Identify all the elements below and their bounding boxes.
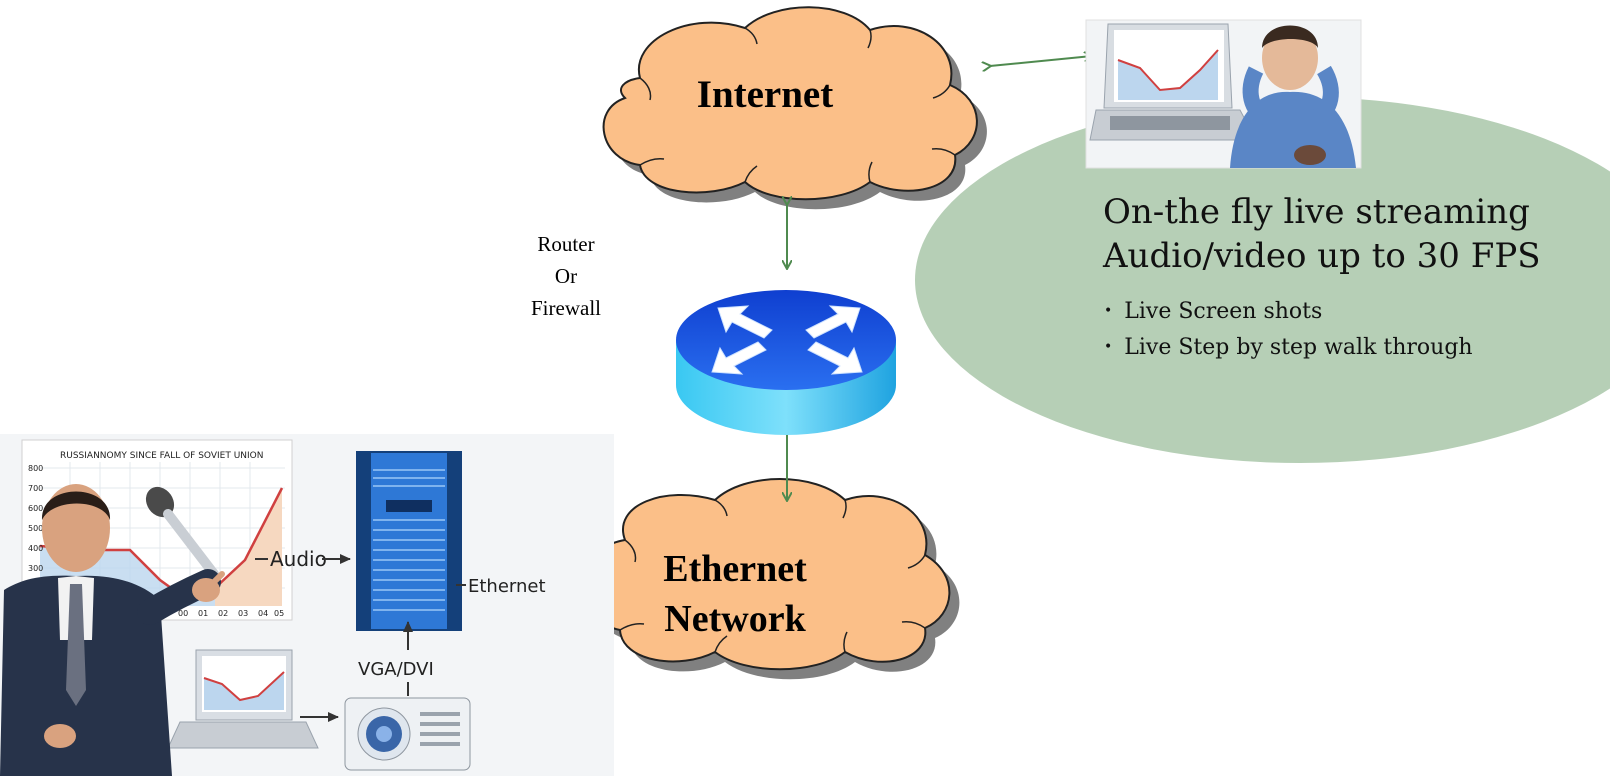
presenter-laptop <box>167 649 319 749</box>
router-label-line: Router <box>537 232 595 256</box>
internet-cloud <box>602 6 987 210</box>
ytick: 700 <box>28 484 43 493</box>
ethernet-link-label: Ethernet <box>468 576 546 597</box>
internet-viewer-arrow <box>990 56 1092 66</box>
router-label-line: Or <box>554 264 578 288</box>
audio-label: Audio <box>270 547 327 571</box>
projector-icon <box>344 697 471 771</box>
presenter-scene: RUSSIANNOMY SINCE FALL OF SOVIET UNION <box>0 434 614 776</box>
router-label: Router Or Firewall <box>506 228 626 324</box>
microphone-icon <box>145 486 219 579</box>
presenter-chart-title: RUSSIANNOMY SINCE FALL OF SOVIET UNION <box>60 451 263 461</box>
xtick: 05 <box>274 609 284 618</box>
ytick: 500 <box>28 524 43 533</box>
ytick: 800 <box>28 464 43 473</box>
vga-label: VGA/DVI <box>358 659 434 680</box>
ethernet-cloud <box>584 478 960 680</box>
feature-item: Live Step by step walk through <box>1104 331 1584 367</box>
ethernet-network-label: Ethernet Network <box>620 544 850 644</box>
streaming-heading: On-the fly live streaming Audio/video up… <box>1103 190 1603 278</box>
xtick: 02 <box>218 609 228 618</box>
xtick: 03 <box>238 609 248 618</box>
internet-label: Internet <box>696 73 834 116</box>
ytick: 600 <box>28 504 43 513</box>
router-label-line: Firewall <box>531 296 601 320</box>
ethernet-label-line: Network <box>664 598 806 640</box>
feature-text: Live Screen shots <box>1124 299 1323 324</box>
router-icon <box>676 290 896 435</box>
remote-viewer-photo <box>1085 19 1362 169</box>
ytick: 300 <box>28 564 43 573</box>
ytick: 400 <box>28 544 43 553</box>
xtick: 00 <box>178 609 188 618</box>
remote-viewer-ellipse <box>915 97 1610 463</box>
feature-item: Live Screen shots <box>1104 295 1584 331</box>
xtick: 04 <box>258 609 268 618</box>
presenter-person <box>0 484 225 776</box>
encoder-device <box>356 451 462 631</box>
heading-line: On-the fly live streaming <box>1103 192 1530 232</box>
feature-text: Live Step by step walk through <box>1124 335 1473 360</box>
feature-list: Live Screen shots Live Step by step walk… <box>1104 295 1584 367</box>
xtick: 01 <box>198 609 208 618</box>
heading-line: Audio/video up to 30 FPS <box>1103 236 1541 276</box>
ethernet-label-line: Ethernet <box>663 548 807 590</box>
